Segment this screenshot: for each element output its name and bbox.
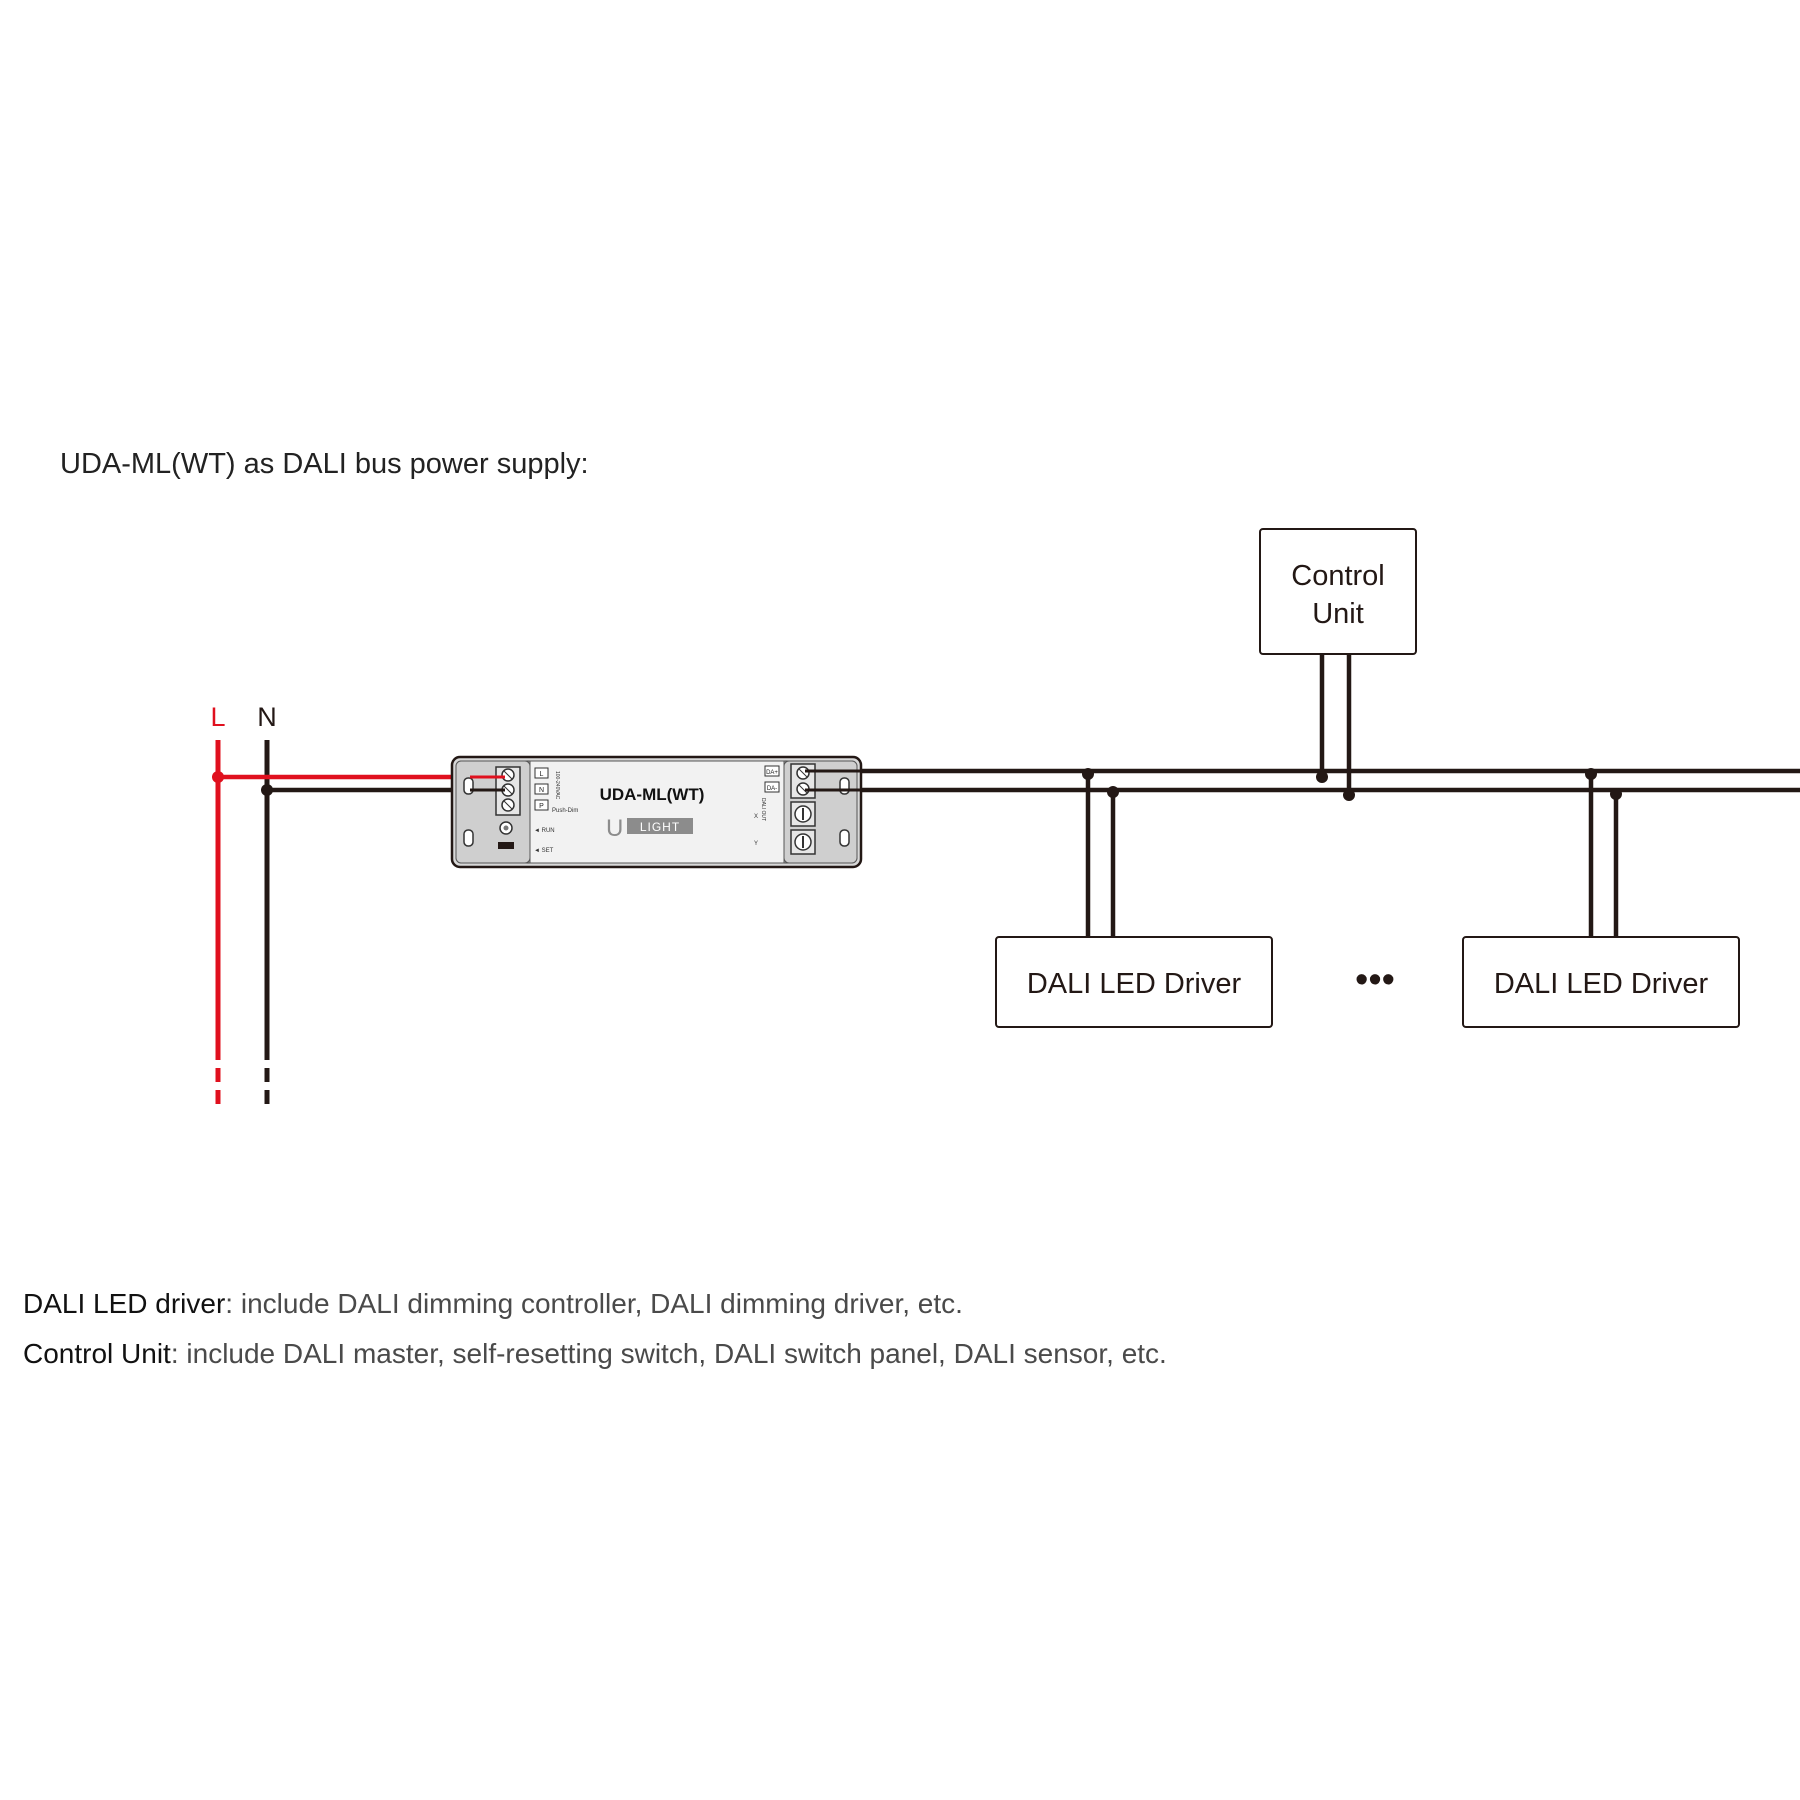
x-dial-label: X — [754, 814, 758, 820]
output-label-da-plus: DA+ — [766, 770, 778, 776]
uda-ml-device: L N P 100-240VAC Push-Dim ◄ RUN ◄ SET UD… — [450, 755, 863, 869]
control-unit-line1: Control — [1291, 560, 1385, 592]
push-dim-label: Push-Dim — [552, 808, 578, 814]
set-label: ◄ SET — [534, 848, 554, 854]
input-voltage-caption: 100-240VAC — [554, 771, 560, 800]
junction-dot — [1082, 768, 1094, 780]
dali-led-driver-box-1: DALI LED Driver — [995, 936, 1273, 1028]
live-label: L — [210, 702, 225, 732]
set-button — [498, 842, 514, 849]
ulight-logo: U LIGHT — [606, 815, 693, 842]
device-model-name: UDA-ML(WT) — [600, 785, 705, 804]
neutral-label: N — [257, 702, 277, 732]
input-label-p: P — [539, 803, 544, 810]
diagram-heading: UDA-ML(WT) as DALI bus power supply: — [60, 448, 589, 480]
legend-line-control-unit: Control Unit: include DALI master, self-… — [23, 1338, 1167, 1370]
neutral-junction-dot — [261, 784, 273, 796]
input-label-l: L — [540, 771, 544, 778]
junction-dot — [1610, 788, 1622, 800]
junction-dot — [1316, 771, 1328, 783]
run-label: ◄ RUN — [534, 828, 555, 834]
legend-desc-control-unit: : include DALI master, self-resetting sw… — [170, 1338, 1167, 1369]
svg-text:LIGHT: LIGHT — [640, 820, 680, 834]
junction-dot — [1343, 789, 1355, 801]
driver-label-1: DALI LED Driver — [1027, 968, 1242, 1000]
svg-text:U: U — [606, 815, 623, 842]
dali-led-driver-box-2: DALI LED Driver — [1462, 936, 1740, 1028]
junction-dot — [1107, 786, 1119, 798]
control-unit-box: Control Unit — [1259, 528, 1417, 655]
y-dial-label: Y — [754, 841, 758, 847]
legend-line-driver: DALI LED driver: include DALI dimming co… — [23, 1288, 963, 1320]
input-label-n: N — [539, 787, 544, 794]
more-drivers-ellipsis: ••• — [1355, 959, 1395, 1001]
legend-desc-driver: : include DALI dimming controller, DALI … — [225, 1288, 963, 1319]
output-label-da-minus: DA- — [767, 786, 777, 792]
driver-label-2: DALI LED Driver — [1494, 968, 1709, 1000]
legend-term-control-unit: Control Unit — [23, 1338, 171, 1369]
control-unit-line2: Unit — [1312, 598, 1364, 630]
junction-dot — [1585, 768, 1597, 780]
dali-out-caption: DALI OUT — [760, 798, 766, 821]
live-junction-dot — [212, 771, 224, 783]
legend-term-driver: DALI LED driver — [23, 1288, 226, 1319]
